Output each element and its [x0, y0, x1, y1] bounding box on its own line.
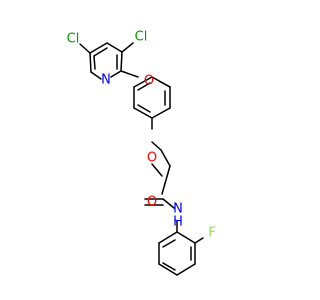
molecule-structure-diagram: Cl Cl N O O O N H F — [67, 30, 216, 276]
amide-h-atom: H — [173, 215, 183, 230]
carbonyl-o-atom: O — [147, 195, 157, 210]
pyridine-ring — [89, 42, 123, 80]
pyr-o-bond — [120, 70, 139, 78]
ch2-carbonyl-bond — [160, 149, 171, 167]
phenylene-ring — [133, 76, 171, 119]
cl-atom-2: Cl — [135, 30, 148, 45]
fluorine-atom: F — [208, 226, 215, 241]
c-n-bond — [162, 198, 175, 209]
ether-o-atom-1: O — [144, 74, 154, 89]
cl-atom-1: Cl — [67, 32, 80, 47]
fluorophenyl-ring — [158, 231, 196, 276]
o2-ch2-bond — [151, 163, 163, 177]
o2-link-bond — [151, 141, 162, 151]
pyridine-n-atom: N — [101, 73, 111, 88]
f-bond — [194, 237, 204, 244]
carbonyl-c-bond — [161, 165, 171, 195]
cl2-bond — [121, 42, 134, 53]
amide-n-atom: N — [173, 202, 183, 217]
ether-o-atom-2: O — [147, 151, 157, 166]
cl1-bond — [79, 43, 91, 54]
